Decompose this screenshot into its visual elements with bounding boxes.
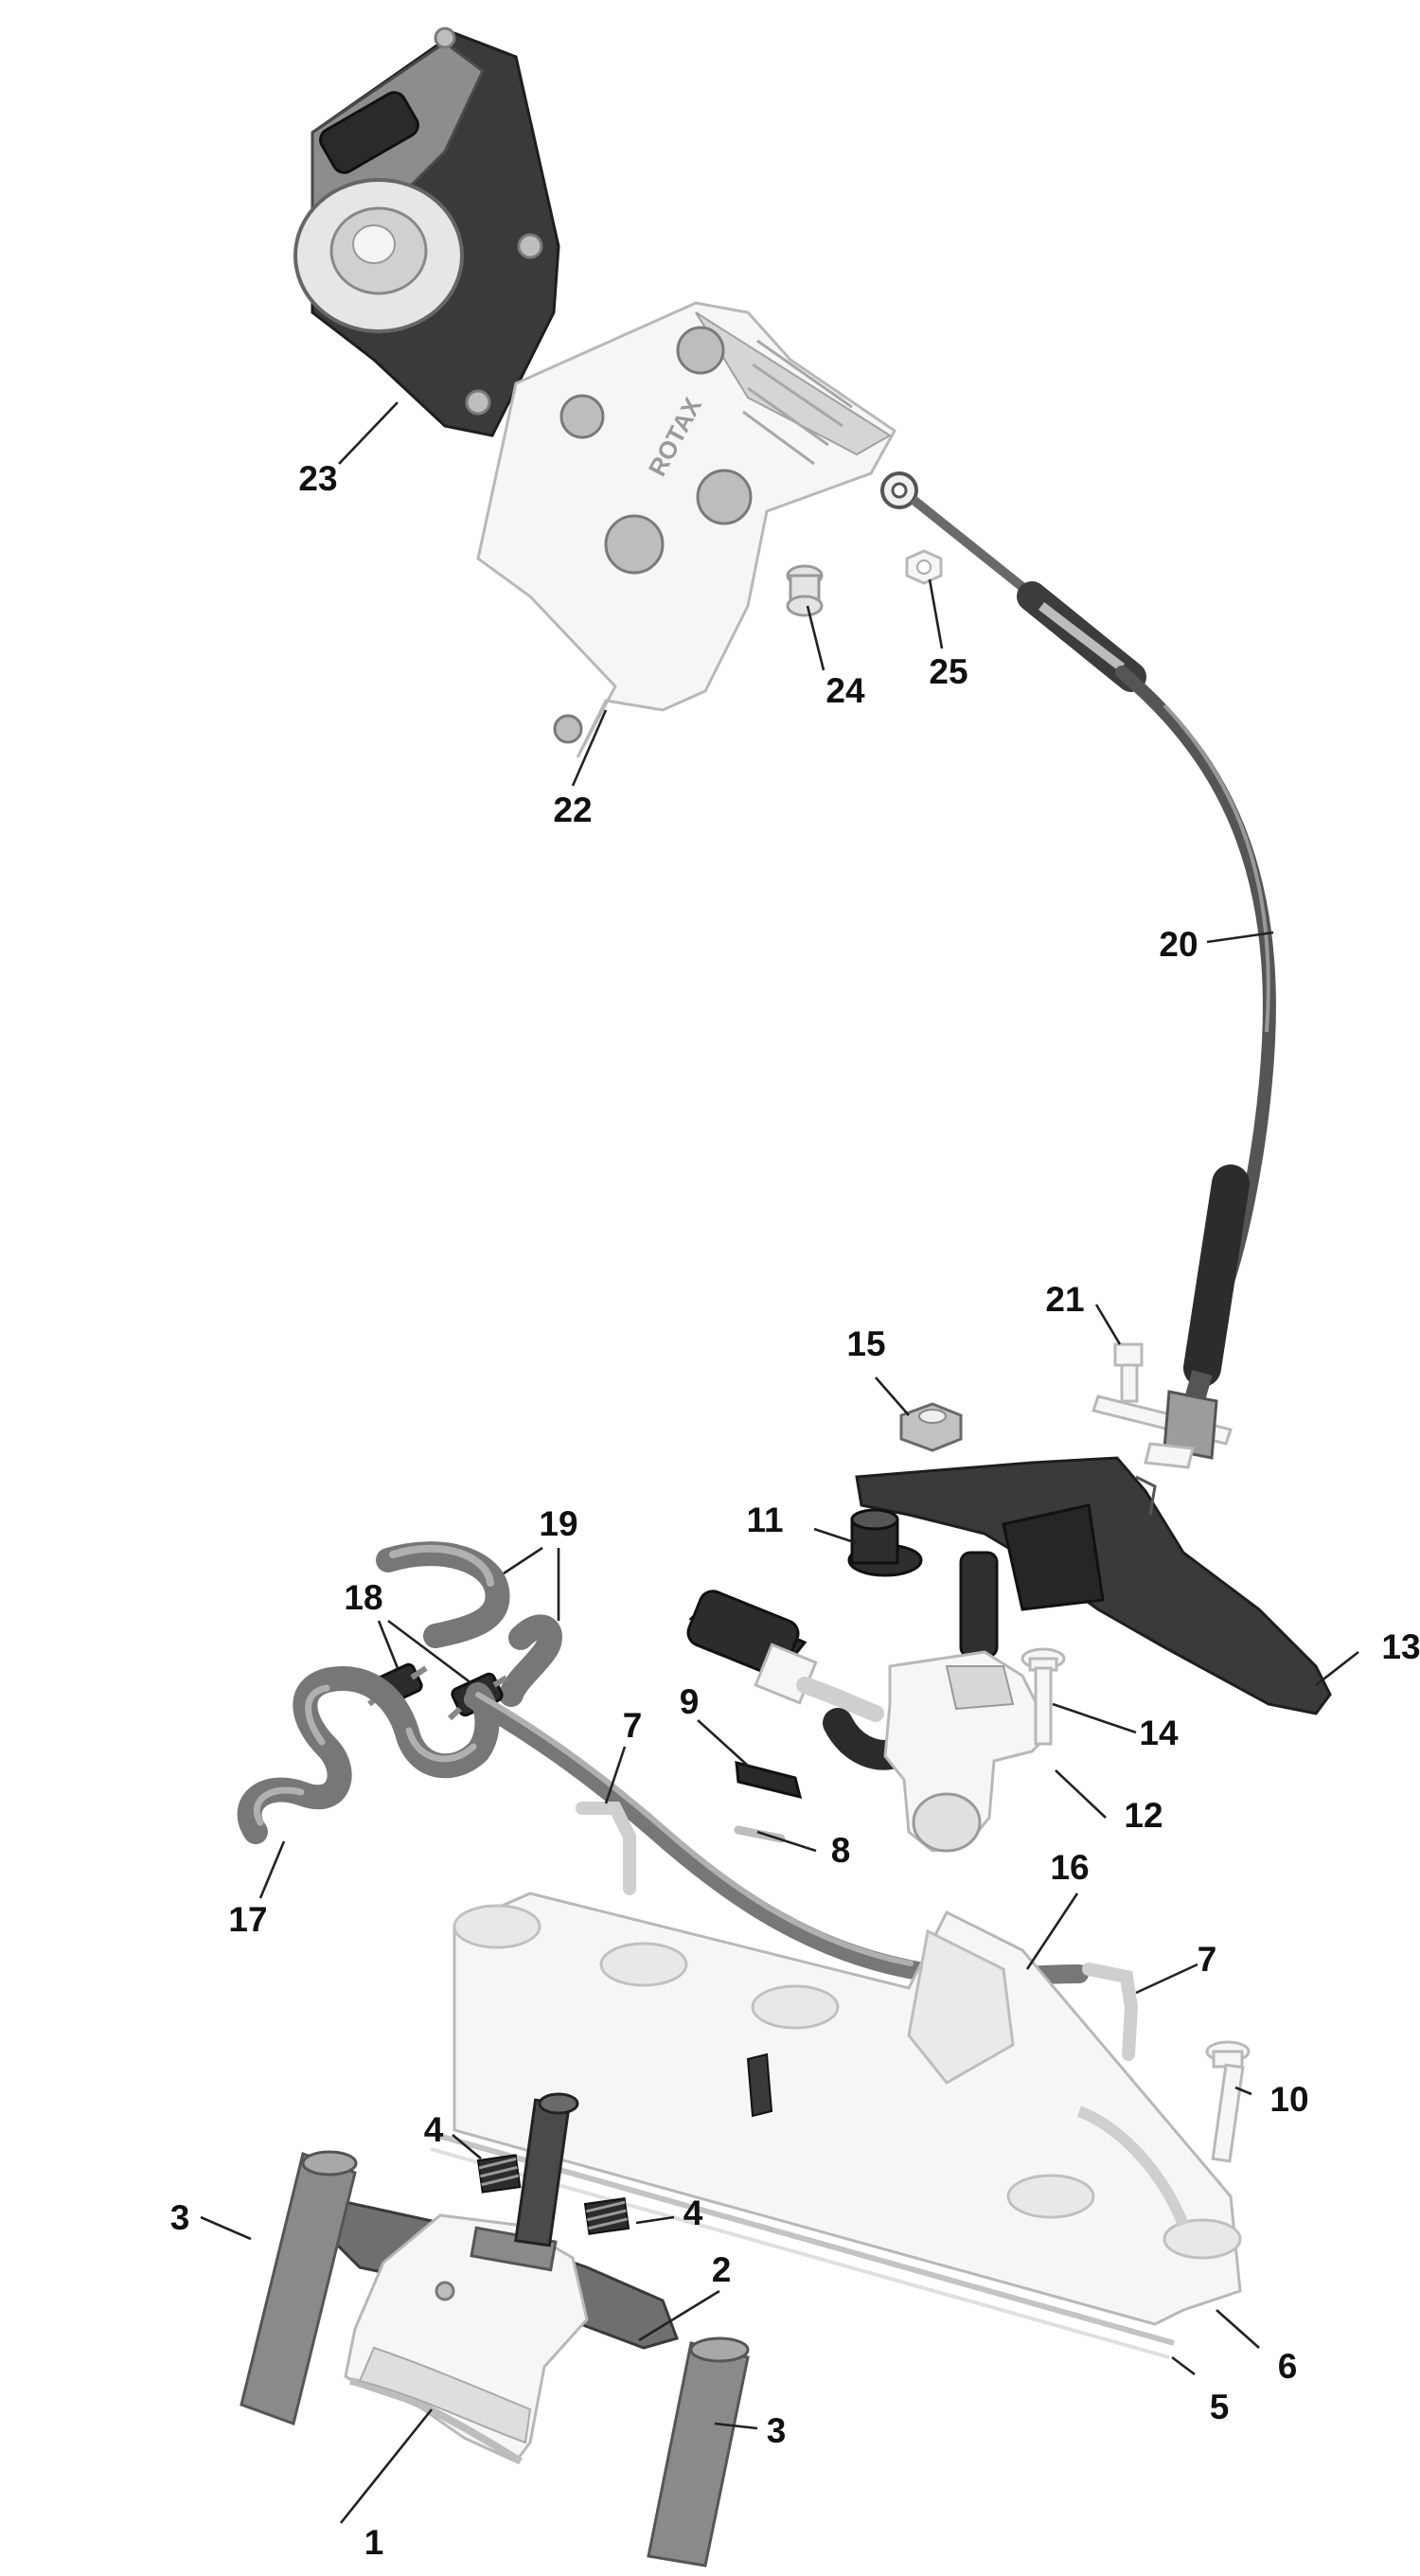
callout-3-right: 3 — [767, 2411, 787, 2450]
callout-4-right: 4 — [683, 2194, 703, 2232]
part-14-screw — [1021, 1647, 1066, 1746]
part-11-bushing — [847, 1508, 923, 1577]
callout-25: 25 — [929, 652, 967, 691]
callout-22: 22 — [553, 791, 592, 829]
part-1-housing — [344, 2092, 589, 2465]
part-9-block — [735, 1761, 803, 1800]
leader-lines — [200, 401, 1359, 2524]
part-6-throttle-body — [453, 1892, 1242, 2326]
part-13-lever-arm — [855, 1456, 1332, 1715]
part-25-nut — [905, 549, 943, 585]
callout-14: 14 — [1139, 1714, 1179, 1752]
callout-21: 21 — [1045, 1280, 1084, 1319]
callout-2: 2 — [712, 2250, 732, 2289]
callout-10: 10 — [1269, 2080, 1308, 2119]
callout-11: 11 — [746, 1501, 783, 1539]
part-20-cable — [880, 471, 1276, 1443]
callout-3-left: 3 — [170, 2198, 190, 2237]
part-24-stud — [786, 564, 824, 617]
part-12-position-sensor — [686, 1590, 1053, 1853]
part-21-screw — [1113, 1342, 1144, 1403]
part-3-sleeves — [240, 2150, 750, 2567]
callout-24: 24 — [825, 671, 865, 710]
callout-17: 17 — [228, 1900, 267, 1939]
part-10-bolt — [1205, 2040, 1251, 2163]
cable-stop-bracket — [1092, 1390, 1233, 1469]
part-19-hoses — [376, 1541, 562, 1707]
callout-6: 6 — [1278, 2347, 1298, 2386]
callout-18: 18 — [344, 1578, 382, 1617]
part-22-bracket: ROTAX — [476, 301, 896, 758]
part-17-hose — [237, 1666, 500, 1844]
callout-13: 13 — [1381, 1627, 1420, 1666]
callout-1: 1 — [364, 2523, 384, 2562]
part-23-actuator-motor — [293, 27, 560, 437]
callout-4-left: 4 — [424, 2110, 444, 2149]
callout-9: 9 — [680, 1682, 700, 1721]
callout-7-lower: 7 — [1198, 1940, 1217, 1979]
callout-5: 5 — [1210, 2388, 1230, 2426]
callout-15: 15 — [846, 1324, 885, 1363]
bracket-fins — [742, 339, 853, 466]
callout-23: 23 — [298, 459, 337, 498]
callout-19: 19 — [539, 1504, 577, 1543]
part-15-nut — [899, 1402, 963, 1452]
callout-12: 12 — [1124, 1796, 1163, 1835]
part-7-fittings — [576, 1802, 1139, 2061]
callout-8: 8 — [831, 1831, 851, 1870]
part-4-springs — [476, 2154, 630, 2235]
callout-20: 20 — [1159, 925, 1198, 964]
callout-16: 16 — [1050, 1848, 1089, 1887]
callout-labels: 1 2 3 3 4 4 5 6 7 7 8 9 10 11 12 13 14 1… — [170, 459, 1420, 2562]
callout-7-upper: 7 — [623, 1706, 643, 1745]
